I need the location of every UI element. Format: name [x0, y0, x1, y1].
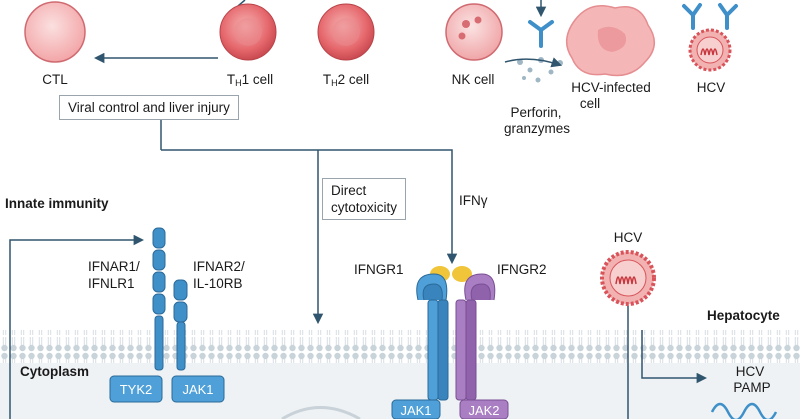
direct-cytotoxicity-box: Direct cytotoxicity [322, 178, 407, 220]
ctl-cell-icon [24, 1, 86, 63]
viral-control-box: Viral control and liver injury [59, 95, 239, 120]
antibody-pair-icon [682, 3, 738, 30]
antibody-icon [528, 20, 554, 48]
hcv-pamp-label-1: HCV [735, 364, 765, 379]
ifngr2-label: IFNGR2 [497, 262, 547, 277]
ifnar2-receptor-icon [173, 279, 188, 371]
ifngr-receptor-icon [416, 266, 496, 401]
cell-membrane [0, 330, 800, 363]
hcv-infected-cell-icon [566, 5, 655, 77]
jak2-label: JAK2 [468, 403, 500, 418]
jak1-left-box [171, 375, 225, 403]
arrow-hcv-pamp [641, 330, 708, 384]
perforin-label-2: granzymes [503, 121, 571, 136]
jak1-right-box [391, 399, 441, 419]
th2-label-main: T [322, 72, 332, 87]
hcv-infected-label-1: HCV-infected [571, 80, 651, 95]
ifnar1-label-1: IFNAR1/ [88, 259, 140, 274]
th1-label-rest: 1 cell [241, 72, 274, 87]
hcv-infected-label-2: cell [579, 96, 601, 111]
hcv-pamp-label-2: PAMP [733, 380, 771, 395]
ifnar1-receptor-icon [152, 227, 166, 371]
jak2-box [459, 399, 509, 419]
cytoplasm-label: Cytoplasm [20, 364, 90, 379]
arrow-to-ifngr [161, 149, 458, 265]
tyk2-label: TYK2 [119, 382, 153, 397]
jak1-right-label: JAK1 [400, 403, 432, 418]
jak1-left-label: JAK1 [182, 382, 214, 397]
ifnar2-label-2: IL-10RB [193, 276, 243, 291]
th2-cell-icon [317, 3, 375, 61]
hcv-top-label: HCV [696, 80, 726, 95]
hcv-virion-top-icon [688, 28, 732, 72]
nk-cell-label: NK cell [451, 72, 495, 87]
nk-cell-icon [445, 3, 503, 61]
ifnar1-label-2: IFNLR1 [88, 276, 135, 291]
th1-label-main: T [226, 72, 236, 87]
th2-label: TH2 cell [323, 71, 369, 92]
ctl-label: CTL [42, 72, 68, 87]
th1-cell-icon [219, 0, 277, 61]
th1-label: TH1 cell [227, 71, 273, 92]
hcv-virion-label: HCV [613, 230, 643, 245]
hepatocyte-label: Hepatocyte [707, 308, 780, 323]
hcv-virion-icon [600, 250, 656, 306]
direct-cytotoxicity-line-1: Direct [331, 183, 367, 198]
innate-immunity-heading: Innate immunity [5, 196, 109, 211]
tyk2-box [109, 375, 163, 403]
th1-label-sub: H [235, 78, 242, 88]
perforin-label-1: Perforin, [510, 105, 562, 120]
direct-cytotoxicity-line-2: cytotoxicity [331, 200, 398, 215]
th2-label-rest: 2 cell [337, 72, 370, 87]
nucleus-outline [281, 406, 361, 419]
th2-label-sub: H [331, 78, 338, 88]
ifngr1-label: IFNGR1 [354, 262, 404, 277]
ifnar2-label-1: IFNAR2/ [193, 259, 245, 274]
ifng-label: IFNγ [459, 193, 488, 208]
arrow-innate-feedback [9, 234, 145, 419]
